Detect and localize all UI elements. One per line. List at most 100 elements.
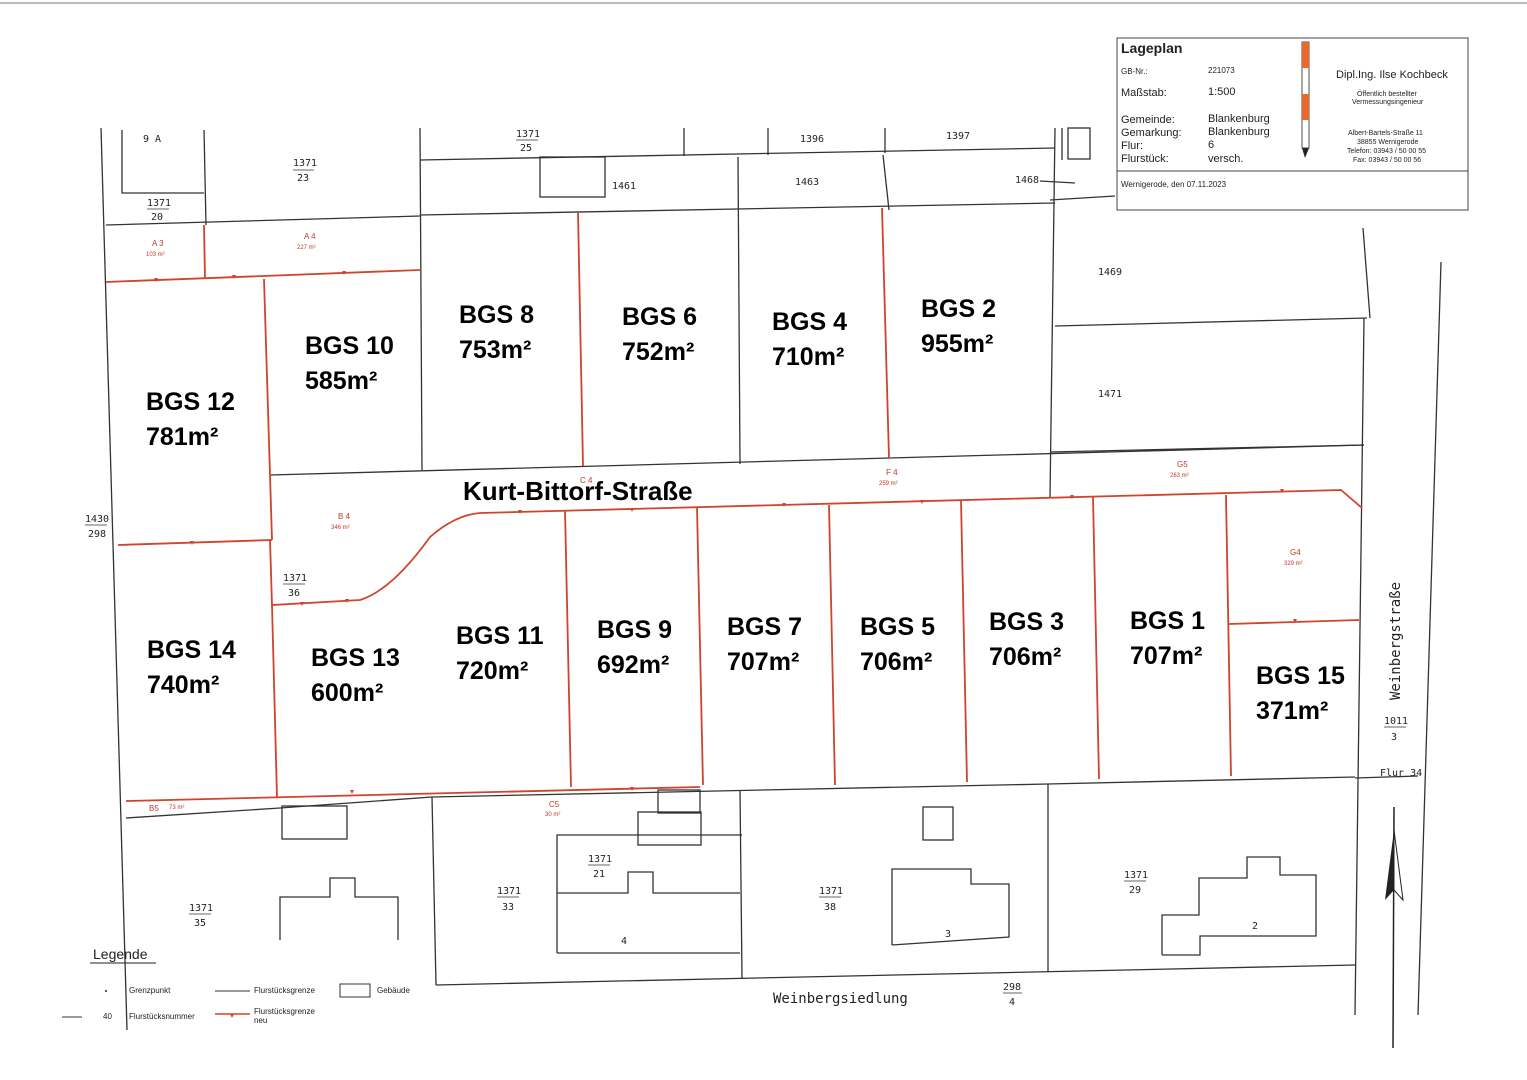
date-line: Wernigerode, den 07.11.2023	[1121, 180, 1227, 189]
plot-area: 600m²	[311, 679, 383, 707]
plot-area: 707m²	[727, 648, 799, 676]
plot-name: BGS 11	[456, 622, 544, 650]
plot-area: 371m²	[1256, 697, 1328, 725]
area-b5-size: 73 m²	[169, 805, 184, 811]
fax: Fax: 03943 / 50 00 56	[1353, 157, 1421, 164]
parcel-1396: 1396	[800, 134, 824, 145]
boundary-ticks	[154, 271, 1297, 794]
parcel-1371-21-num: 1371	[588, 854, 612, 865]
parcel-298-4-num: 298	[1003, 982, 1021, 993]
parcel-numbers: 9 A 1371 2 3 1371 20 1371 25 1461 1396 13…	[85, 129, 1422, 1008]
parcel-1468: 1468	[1015, 175, 1039, 186]
parcel-1371-29-den: 29	[1129, 885, 1141, 896]
plot-name: BGS 14	[147, 636, 236, 664]
area-g5-name: G5	[1177, 460, 1188, 469]
parcel-1371-20-den: 20	[151, 212, 163, 223]
house-number-3: 3	[945, 929, 951, 940]
street-weinbergsiedlung: Weinbergsiedlung	[773, 991, 908, 1007]
plot-area: 585m²	[305, 367, 377, 395]
house-number-4: 4	[621, 936, 627, 947]
area-c4-name: C 4	[580, 476, 593, 485]
parcel-1371-36-den: 36	[288, 588, 300, 599]
plot-name: BGS 1	[1130, 607, 1205, 635]
gemeinde-label: Gemeinde:	[1121, 114, 1175, 126]
parcel-298-4-den: 4	[1009, 997, 1015, 1008]
plot-name: BGS 10	[305, 332, 394, 360]
plot-area: 781m²	[146, 423, 218, 451]
plot-name: BGS 12	[146, 388, 235, 416]
flurstueck-value: versch.	[1208, 153, 1243, 165]
parcel-1471: 1471	[1098, 389, 1122, 400]
address-line-1: Albert-Bartels-Straße 11	[1348, 130, 1423, 137]
parcel-1371-35-num: 1371	[189, 903, 213, 914]
parcel-1011-3-num: 1011	[1384, 716, 1408, 727]
plot-name: BGS 2	[921, 295, 996, 323]
plot-area: 706m²	[860, 648, 932, 676]
plot-name: BGS 5	[860, 613, 935, 641]
street-weinberg: Weinbergstraße	[1388, 582, 1404, 700]
parcel-1371-36-num: 1371	[283, 573, 307, 584]
flur-34: Flur 34	[1380, 768, 1422, 779]
parcel-1371-25-den: 25	[520, 143, 532, 154]
existing-boundaries	[100, 127, 1442, 1031]
plot-area: 752m²	[622, 338, 694, 366]
plot-area: 707m²	[1130, 642, 1202, 670]
street-kurt-bittorf: Kurt-Bittorf-Straße	[463, 476, 693, 506]
area-a4-name: A 4	[304, 232, 316, 241]
parcel-1371-21-den: 21	[593, 869, 605, 880]
house-number-2: 2	[1252, 921, 1258, 932]
scale-label: Maßstab:	[1121, 87, 1167, 99]
area-f4-size: 259 m²	[879, 481, 898, 487]
area-f4-name: F 4	[886, 468, 898, 477]
parcel-1397: 1397	[946, 131, 970, 142]
north-arrow-icon	[1385, 806, 1404, 1049]
area-c5-name: C5	[549, 800, 560, 809]
area-a3-name: A 3	[152, 239, 164, 248]
gb-value: 221073	[1208, 66, 1235, 75]
plot-area: 753m²	[459, 336, 531, 364]
legend-flurstuecksnummer: Flurstücksnummer	[129, 1012, 195, 1021]
flur-value: 6	[1208, 139, 1214, 151]
area-g5-size: 263 m²	[1170, 473, 1189, 479]
plot-labels: BGS 12 781m² BGS 10 585m² BGS 8 753m² BGS 6 752…	[146, 295, 1345, 725]
plot-area: 720m²	[456, 657, 528, 685]
engineer-title-2: Vermessungsingenieur	[1352, 99, 1424, 106]
plot-name: BGS 6	[622, 303, 697, 331]
plan-title: Lageplan	[1121, 40, 1182, 56]
parcel-1371-29-num: 1371	[1124, 870, 1148, 881]
gemeinde-value: Blankenburg	[1208, 113, 1270, 125]
plot-name: BGS 9	[597, 616, 672, 644]
legend-grenze-neu-1: Flurstücksgrenze	[254, 1007, 315, 1016]
parcel-1469: 1469	[1098, 267, 1122, 278]
phone: Telefon: 03943 / 50 00 55	[1347, 148, 1426, 155]
parcel-9a: 9 A	[143, 134, 161, 145]
legend-flurstuecksgrenze: Flurstücksgrenze	[254, 986, 315, 995]
legend-gebaeude: Gebäude	[377, 986, 410, 995]
plot-area: 955m²	[921, 330, 993, 358]
legend: Legende Grenzpunkt Flurstücksgrenze Gebä…	[62, 946, 410, 1025]
flurstueck-label: Flurstück:	[1121, 153, 1169, 165]
plot-name: BGS 4	[772, 308, 847, 336]
address-line-2: 38855 Wernigerode	[1357, 139, 1418, 146]
parcel-1430-298-num: 1430	[85, 514, 109, 525]
area-b5-name: B5	[149, 804, 159, 813]
area-c5-size: 30 m²	[545, 812, 560, 818]
area-a3-size: 103 m²	[146, 252, 165, 258]
scale-value: 1:500	[1208, 86, 1236, 98]
legend-grenze-neu-2: neu	[254, 1016, 267, 1025]
parcel-1011-3-den: 3	[1391, 732, 1397, 743]
area-g4-name: G4	[1290, 548, 1301, 557]
plot-name: BGS 15	[1256, 662, 1345, 690]
legend-title: Legende	[93, 946, 148, 962]
parcel-1461: 1461	[612, 181, 636, 192]
parcel-1371-20-num: 1371	[147, 198, 171, 209]
plot-area: 692m²	[597, 651, 669, 679]
plot-name: BGS 7	[727, 613, 802, 641]
plot-name: BGS 8	[459, 301, 534, 329]
area-g4-size: 329 m²	[1284, 561, 1303, 567]
parcel-1371-23-num: 1371	[293, 158, 317, 169]
area-a4-size: 227 m²	[297, 245, 316, 251]
parcel-1430-298-den: 298	[88, 529, 106, 540]
parcel-1463: 1463	[795, 177, 819, 188]
